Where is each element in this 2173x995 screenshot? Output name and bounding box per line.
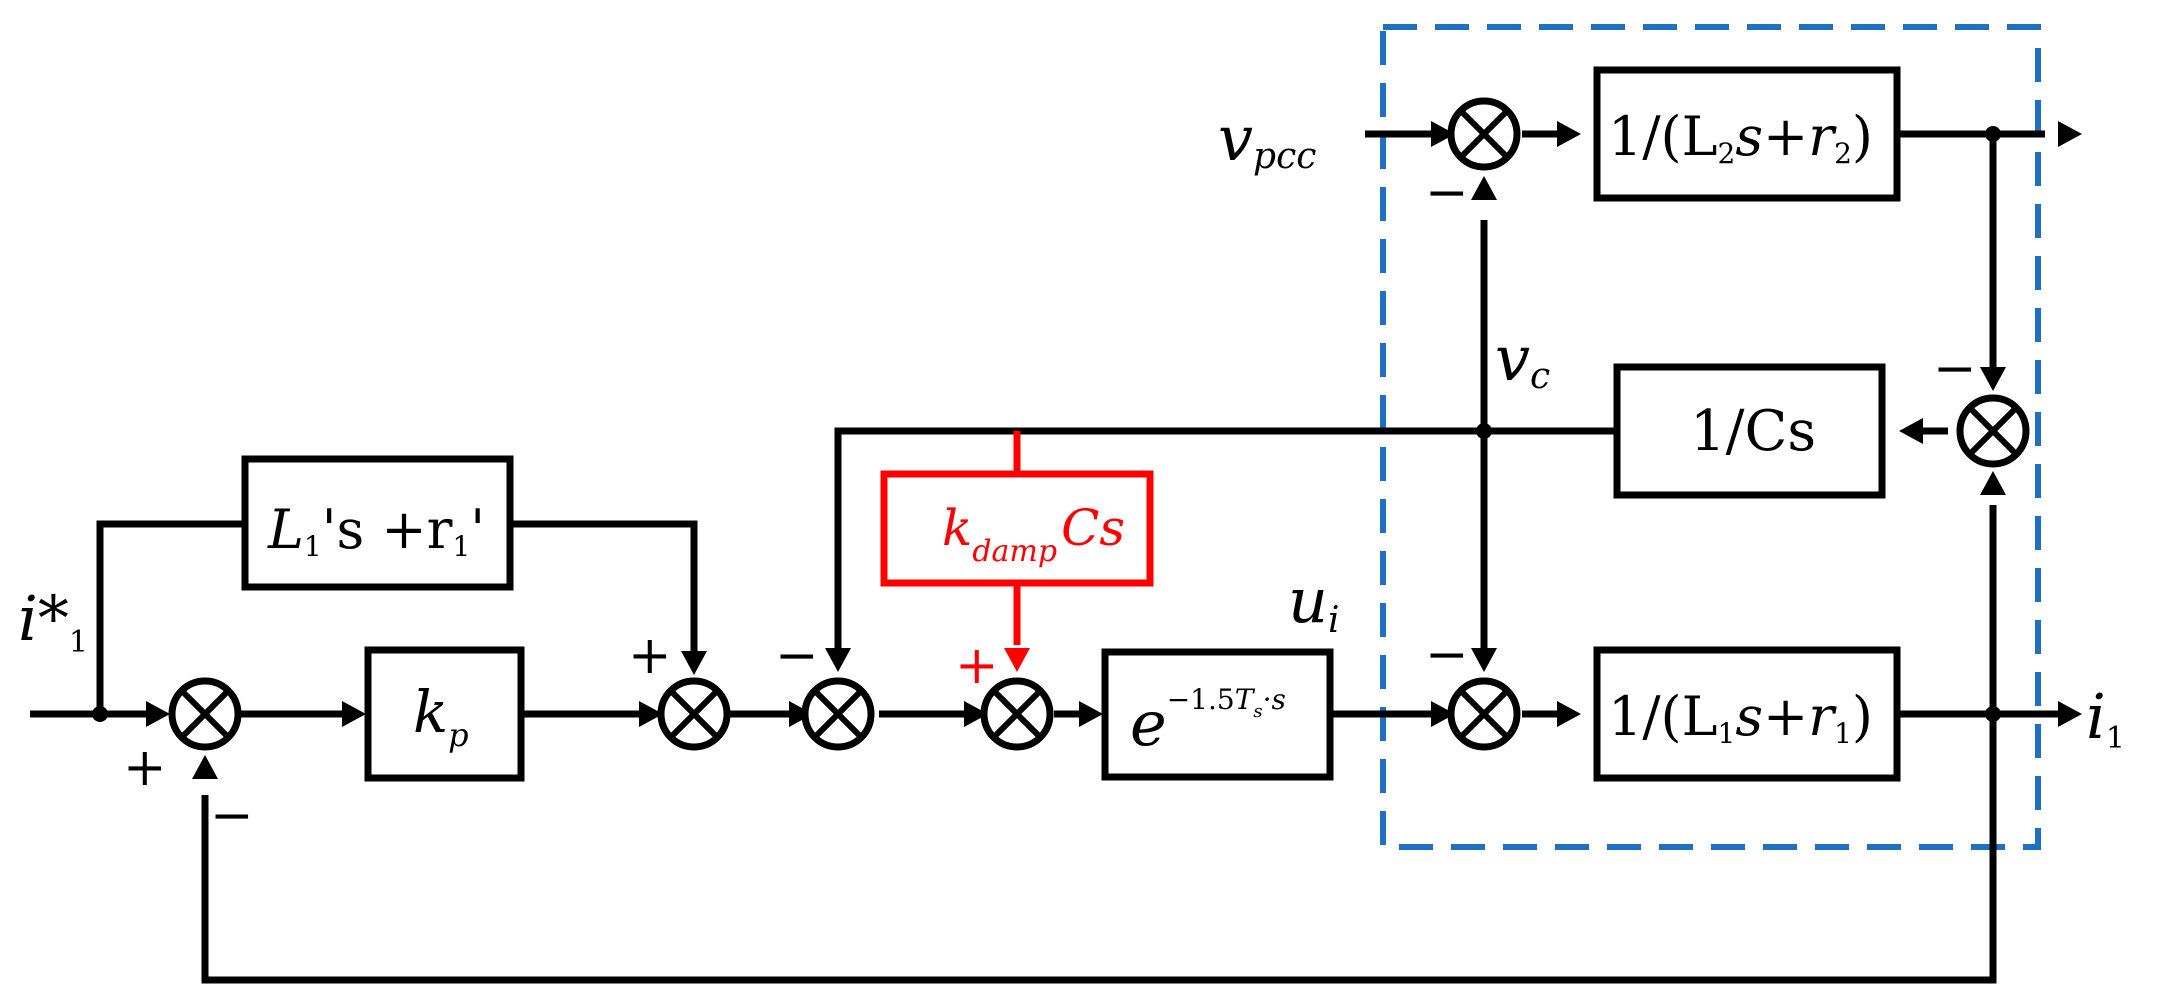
ff-prime: ': [470, 498, 485, 561]
arrow-into-cap-block: [1899, 418, 1923, 444]
vpcc-sub: pcc: [1253, 136, 1316, 177]
delay-exp-pre: −1.5: [1167, 683, 1235, 716]
kdamp-tail: Cs: [1061, 499, 1125, 557]
sum1-plus-sign: +: [123, 738, 167, 798]
plant1-block: 1/(L1s+r1): [1593, 646, 1901, 782]
sum-junction-1: [168, 677, 242, 751]
output-base: i: [2086, 680, 2106, 753]
arrow-into-sum5-top: [1471, 648, 1497, 672]
arrow-into-plant2: [1557, 121, 1581, 147]
arrow-into-delay: [1079, 701, 1103, 727]
plant1-post: ): [1852, 685, 1873, 748]
delay-exp-Tsub: s: [1253, 701, 1262, 722]
arrow-into-sum6-bottom: [1471, 176, 1497, 200]
plant1-sub2: 1: [1834, 717, 1852, 750]
ui-sub: i: [1328, 600, 1340, 641]
plant2-mid: s+r: [1735, 105, 1837, 168]
delay-block: e−1.5Ts·s: [1101, 648, 1334, 781]
sum-junction-6: [1447, 97, 1521, 171]
sum-junction-4: [980, 677, 1054, 751]
ui-signal-label: ui: [1288, 564, 1339, 641]
sum-junction-5: [1447, 677, 1521, 751]
plant2-sub2: 2: [1834, 137, 1852, 170]
output-sub: 1: [2106, 721, 2125, 756]
plant2-pre: 1/(L: [1608, 105, 1717, 168]
arrow-into-sum2-top: [681, 651, 707, 675]
ff-sub1: 1: [304, 530, 322, 563]
cap-label: 1/Cs: [1690, 399, 1816, 464]
svg-text:1/(L2s+r2): 1/(L2s+r2): [1608, 105, 1873, 170]
arrow-into-sum7-bottom: [1980, 471, 2006, 495]
plant2-block: 1/(L2s+r2): [1593, 66, 1901, 202]
svg-text:e−1.5Ts·s: e−1.5Ts·s: [1130, 683, 1286, 760]
arrow-into-sum1: [146, 701, 170, 727]
arrow-into-sum6-left: [1431, 121, 1455, 147]
sum-junction-7: [1956, 394, 2030, 468]
plant2-sub: 2: [1717, 137, 1735, 170]
kp-k: k: [413, 678, 448, 746]
output-signal-label: i1: [2086, 680, 2125, 756]
sum4-plus-sign: +: [955, 636, 999, 696]
feedforward-block: L1's +r1': [241, 455, 514, 591]
vpcc-signal-label: vpcc: [1218, 102, 1316, 177]
sum7-minus-sign: −: [1933, 339, 1977, 399]
sum3-minus-sign: −: [775, 626, 819, 686]
input-sub: 1: [69, 625, 88, 660]
arrow-into-sum4-top: [1004, 648, 1030, 672]
svg-text:kp: kp: [413, 678, 469, 754]
ui-base: u: [1288, 564, 1328, 637]
vpcc-base: v: [1218, 102, 1253, 175]
arrow-output-i1: [2058, 701, 2082, 727]
vc-signal-label: vc: [1495, 322, 1550, 397]
kdamp-block: kdampCs: [880, 470, 1154, 587]
plant1-sub: 1: [1717, 717, 1735, 750]
delay-exp-T: T: [1235, 683, 1256, 716]
plant1-pre: 1/(L: [1608, 685, 1717, 748]
kp-sub: p: [448, 716, 468, 754]
arrow-into-sum7-top: [1980, 367, 2006, 391]
arrow-into-sum5-left: [1431, 701, 1455, 727]
ff-sub2: 1: [452, 530, 470, 563]
ff-L: L: [267, 498, 304, 561]
plant-dashed-region: [1380, 24, 2041, 850]
arrow-into-sum1-bottom: [192, 755, 218, 779]
vc-base: v: [1495, 322, 1530, 395]
svg-text:L1's +r1': L1's +r1': [267, 498, 485, 563]
delay-exp-post: ·s: [1263, 683, 1286, 716]
svg-text:kdampCs: kdampCs: [942, 499, 1125, 569]
svg-text:1/(L1s+r1): 1/(L1s+r1): [1608, 685, 1873, 750]
sum6-minus-sign: −: [1425, 163, 1469, 223]
delay-base: e: [1130, 687, 1167, 760]
arrowheads: [146, 121, 2082, 779]
arrow-into-sum4-left: [964, 701, 988, 727]
arrow-into-sum2-left: [639, 701, 663, 727]
junction-dots: [92, 126, 2001, 722]
sum-junction-2: [657, 677, 731, 751]
arrow-into-sum3-top: [825, 648, 851, 672]
sum2-plus-sign: +: [628, 626, 672, 686]
kdamp-k: k: [942, 499, 972, 557]
arrow-into-sum3-left: [789, 701, 813, 727]
arrow-into-kp: [342, 701, 366, 727]
ff-tail: 's +r: [322, 498, 453, 561]
vc-sub: c: [1530, 356, 1550, 397]
input-base: i*: [18, 582, 69, 655]
sum5-minus-sign: −: [1425, 625, 1469, 685]
input-signal-label: i*1: [18, 582, 88, 660]
sum1-minus-sign: −: [210, 786, 254, 846]
plant1-mid: s+r: [1735, 685, 1837, 748]
arrow-output-i2: [2058, 121, 2082, 147]
kdamp-sub: damp: [972, 534, 1057, 569]
sum-junction-3: [801, 677, 875, 751]
plant2-post: ): [1852, 105, 1873, 168]
kp-block: kp: [364, 646, 525, 782]
arrow-into-plant1: [1557, 701, 1581, 727]
capacitor-block: 1/Cs: [1613, 363, 1886, 499]
